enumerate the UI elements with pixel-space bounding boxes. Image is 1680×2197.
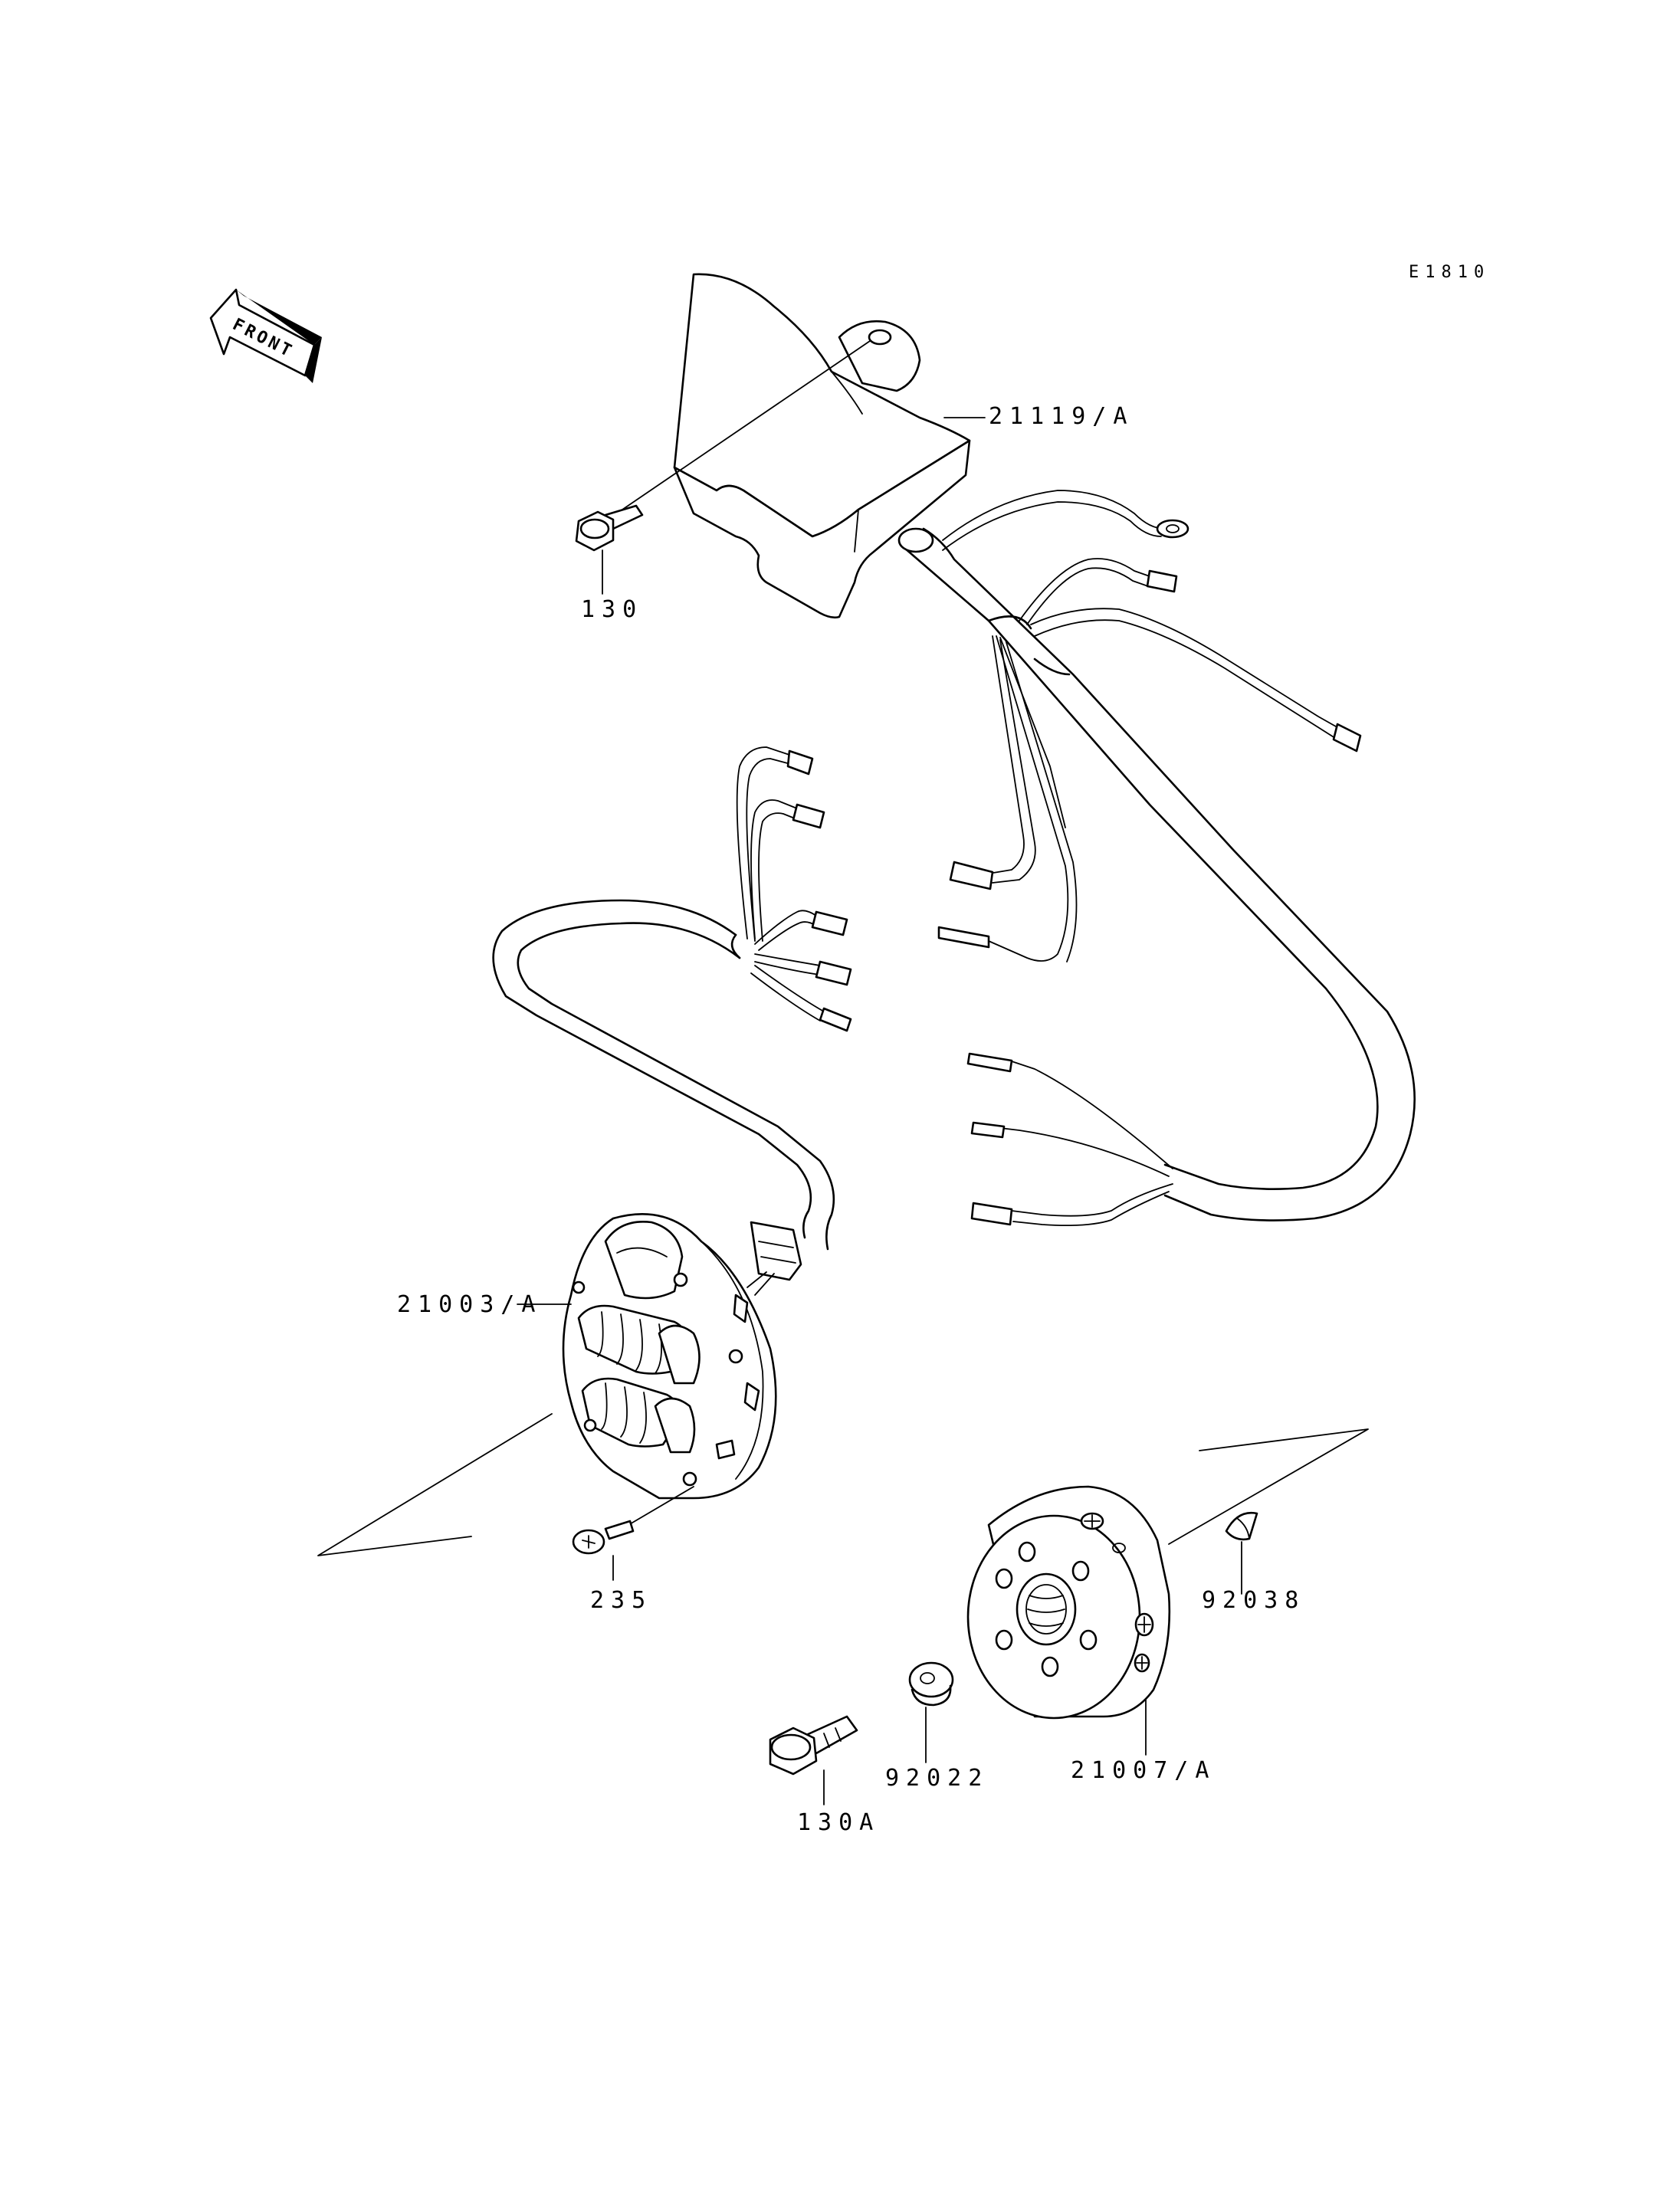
label-cdi-bolt: 130 [581, 596, 643, 623]
label-rotor-bolt: 130A [797, 1809, 880, 1836]
rotor-bolt [769, 1715, 858, 1776]
wire-harness [492, 490, 1416, 1251]
label-stator-screw: 235 [590, 1587, 652, 1614]
cdi-bolt [575, 340, 871, 552]
flywheel-rotor [966, 1485, 1171, 1720]
woodruff-key [1225, 1511, 1258, 1541]
washer [908, 1661, 954, 1707]
cdi-unit [673, 273, 971, 619]
diagram-code: E1810 [1409, 263, 1490, 282]
label-woodruff-key: 92038 [1202, 1587, 1305, 1614]
stator-screw [572, 1486, 694, 1555]
label-stator: 21003/A [397, 1291, 542, 1318]
label-washer: 92022 [885, 1765, 989, 1792]
label-flywheel-rotor: 21007/A [1071, 1757, 1216, 1784]
assembly-line-left [317, 1413, 553, 1556]
assembly-line-right [1168, 1428, 1369, 1545]
front-arrow-icon: FRONT [209, 288, 322, 383]
label-cdi-unit: 21119/A [989, 403, 1134, 430]
stator-assembly [562, 1213, 802, 1500]
mounting-hole-icon [868, 329, 892, 346]
